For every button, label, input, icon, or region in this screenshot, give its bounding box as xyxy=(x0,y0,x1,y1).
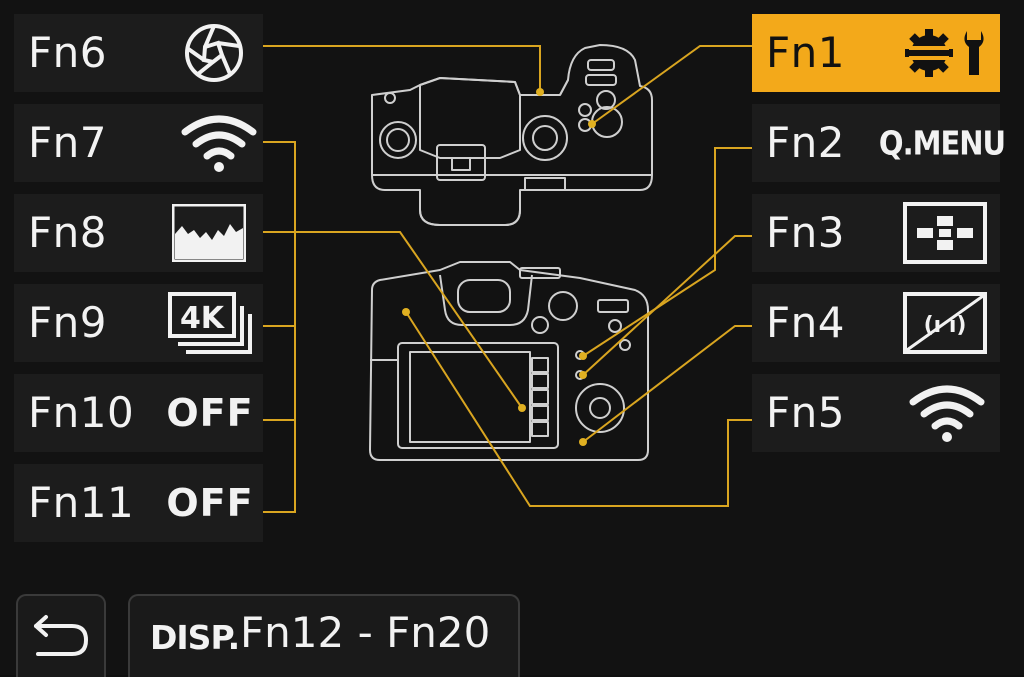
fn8-button[interactable]: Fn8 xyxy=(14,194,263,272)
fn10-value: OFF xyxy=(166,391,254,435)
wrench-settings-icon xyxy=(902,18,994,88)
fn2-button[interactable]: Fn2 Q.MENU xyxy=(752,104,1006,182)
q-menu-icon: Q.MENU xyxy=(879,108,1006,178)
fn-range-label: Fn12 - Fn20 xyxy=(240,608,491,657)
fn4-label: Fn4 xyxy=(766,298,845,347)
fn6-button[interactable]: Fn6 xyxy=(14,14,263,92)
silent-mode-icon: (ı ı) xyxy=(900,288,990,358)
fn1-label: Fn1 xyxy=(766,28,845,77)
fn4-button[interactable]: Fn4 (ı ı) xyxy=(752,284,1000,362)
fn9-label: Fn9 xyxy=(28,298,107,347)
fn11-label: Fn11 xyxy=(28,478,135,527)
svg-text:(ı ı): (ı ı) xyxy=(924,313,967,338)
fn5-button[interactable]: Fn5 xyxy=(752,374,1000,452)
shutter-aperture-icon xyxy=(174,18,254,88)
fn3-button[interactable]: Fn3 xyxy=(752,194,1000,272)
fn10-label: Fn10 xyxy=(28,388,135,437)
back-button[interactable] xyxy=(16,594,106,677)
q-menu-text: Q.MENU xyxy=(878,123,1006,163)
fn11-value: OFF xyxy=(166,481,254,525)
fn5-label: Fn5 xyxy=(766,388,845,437)
disp-label: DISP. xyxy=(150,618,240,657)
focus-area-icon xyxy=(900,198,990,268)
leader-dots xyxy=(402,88,596,446)
fn9-button[interactable]: Fn9 4K xyxy=(14,284,263,362)
camera-back-view xyxy=(369,261,649,461)
disp-page-button[interactable]: DISP. Fn12 - Fn20 xyxy=(128,594,520,677)
fn3-label: Fn3 xyxy=(766,208,845,257)
fn8-label: Fn8 xyxy=(28,208,107,257)
fn1-button[interactable]: Fn1 xyxy=(752,14,1000,92)
fn6-label: Fn6 xyxy=(28,28,107,77)
histogram-icon xyxy=(170,201,248,265)
fn2-label: Fn2 xyxy=(766,118,845,167)
fn7-label: Fn7 xyxy=(28,118,107,167)
camera-top-view xyxy=(371,44,653,226)
wifi-icon xyxy=(902,378,992,448)
fn10-button[interactable]: Fn10 OFF xyxy=(14,374,263,452)
fn11-button[interactable]: Fn11 OFF xyxy=(14,464,263,542)
leader-lines xyxy=(263,45,752,513)
wifi-icon xyxy=(174,108,264,178)
fn7-button[interactable]: Fn7 xyxy=(14,104,263,182)
4k-photo-icon: 4K xyxy=(164,288,256,358)
return-arrow-icon xyxy=(32,614,90,662)
svg-text:4K: 4K xyxy=(180,301,226,336)
